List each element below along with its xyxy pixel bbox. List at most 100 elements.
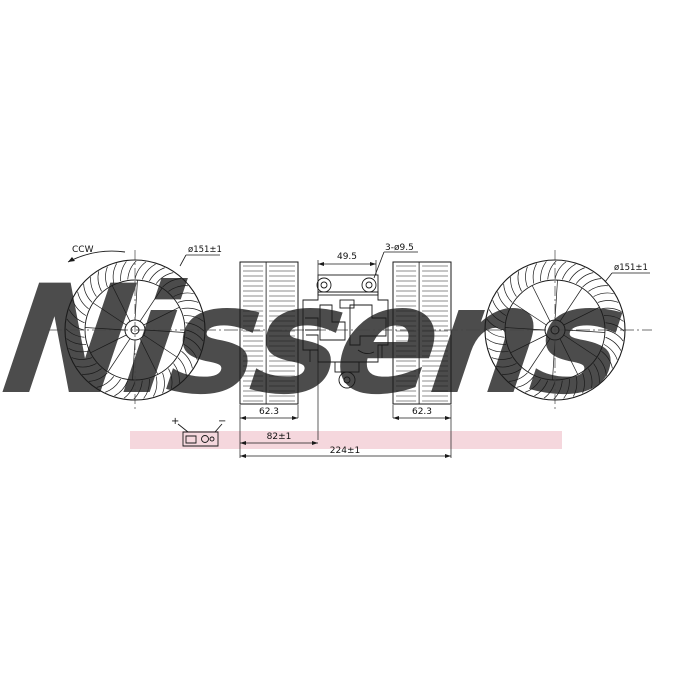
fan-blade (486, 338, 507, 345)
fan-spoke (554, 280, 558, 321)
fan-blade (185, 336, 202, 351)
fan-blade (597, 300, 619, 303)
fan-blade (76, 363, 97, 368)
fan-blade (68, 347, 89, 353)
fan-spoke (527, 338, 551, 373)
fan-spoke (510, 334, 547, 354)
right-fan-blades (485, 260, 625, 400)
fan-spoke (143, 334, 178, 358)
fan-blade (575, 272, 594, 284)
fan-blade (486, 318, 505, 331)
fan-blade (517, 271, 522, 292)
fan-spoke (143, 306, 180, 326)
fan-spoke (111, 285, 131, 322)
fan-blade (168, 285, 188, 292)
fan-spoke (139, 338, 159, 375)
left-fan-blades (65, 260, 205, 400)
right-width-label: 62.3 (412, 407, 432, 417)
fan-spoke (563, 306, 600, 326)
mount-hole-icon (361, 277, 377, 293)
fan-blade (572, 376, 578, 397)
fan-blade (593, 292, 614, 297)
fan-spoke (559, 338, 579, 375)
right-fan-spokes (505, 280, 605, 380)
fan-blade (82, 368, 102, 375)
fan-spoke (552, 339, 556, 380)
fan-blade (601, 350, 613, 369)
fan-blade (582, 372, 585, 394)
fan-blade (112, 263, 118, 284)
fan-blade (96, 376, 115, 388)
plus-terminal-label: + (171, 416, 179, 427)
fan-blade (488, 347, 509, 353)
fan-blade (516, 376, 535, 388)
fan-spoke (92, 302, 127, 326)
mount-hole-icon (316, 277, 332, 293)
fan-blade (488, 309, 505, 324)
fan-blade (563, 378, 570, 399)
fan-blade (603, 344, 618, 360)
fan-spoke (563, 334, 598, 358)
watermark-logo: Nissens (0, 253, 631, 428)
fan-blade (503, 283, 513, 303)
fan-blade (168, 368, 173, 389)
fan-blade (173, 363, 180, 383)
fan-blade (77, 291, 89, 310)
left-fan-drum-side-view (239, 261, 299, 458)
fan-blade (547, 260, 557, 280)
fan-blade (83, 283, 93, 303)
fan-blade (508, 372, 528, 382)
fan-blade (603, 315, 624, 322)
fan-blade (496, 363, 517, 368)
fan-blade (143, 378, 150, 399)
fan-spoke (512, 302, 547, 326)
fan-blade (66, 338, 87, 345)
mount-holes-label: 3-ø9.5 (385, 243, 414, 253)
fan-blade (90, 277, 97, 297)
fan-blade (534, 380, 549, 397)
fan-blade (588, 368, 593, 389)
fan-blade (181, 350, 193, 369)
fan-spoke (559, 287, 583, 322)
fan-blade (185, 322, 205, 332)
fan-blade (582, 278, 602, 288)
fan-blade (71, 357, 93, 360)
right-fan-wheel (484, 250, 626, 410)
fan-blade (162, 372, 165, 394)
fan-blade (185, 329, 204, 342)
fan-blade (561, 263, 576, 280)
fan-blade (173, 292, 194, 297)
fan-blade (114, 380, 129, 397)
fan-spoke (144, 329, 185, 333)
rotation-label: CCW (72, 245, 94, 255)
fan-blade (127, 260, 137, 280)
right-diameter-label: ø151±1 (614, 263, 648, 273)
right-fan-drum-side-view (392, 261, 452, 458)
left-diameter-label: ø151±1 (188, 245, 222, 255)
fan-blade (510, 277, 517, 297)
fan-blade (492, 300, 507, 316)
rotation-arrowhead-icon (68, 257, 75, 262)
fan-blade (569, 267, 585, 282)
fan-blade (491, 357, 513, 360)
fan-blade (120, 261, 127, 282)
minus-terminal-label: − (218, 416, 226, 427)
fan-spoke (564, 329, 605, 333)
fan-spoke (85, 327, 126, 331)
fan-blade (601, 307, 622, 313)
fan-blade (162, 278, 182, 288)
fan-spoke (531, 285, 551, 322)
fan-blade (181, 307, 202, 313)
fan-blade (97, 271, 102, 292)
fan-blade (155, 272, 174, 284)
fan-spoke (505, 327, 546, 331)
electrical-connector (177, 423, 223, 447)
fan-blade (65, 328, 85, 338)
mount-spacing-label: 49.5 (337, 252, 357, 262)
fan-blade (532, 263, 538, 284)
fan-blade (540, 261, 547, 282)
fan-blade (605, 329, 624, 342)
fan-blade (72, 300, 87, 316)
fan-blade (68, 309, 85, 324)
